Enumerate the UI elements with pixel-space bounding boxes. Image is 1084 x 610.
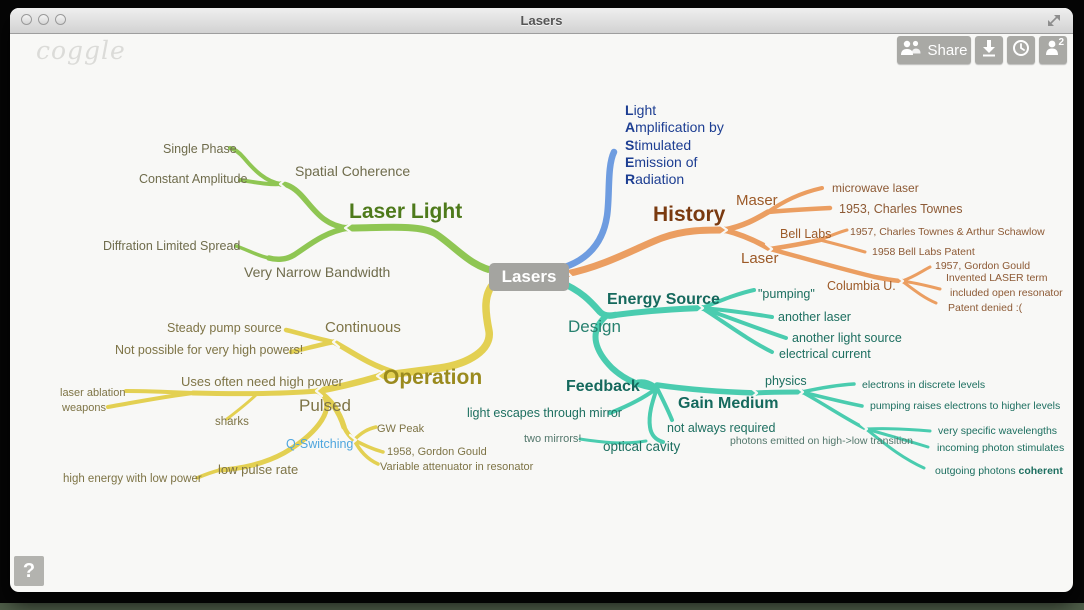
download-icon bbox=[981, 39, 997, 62]
node-pumping-raises-electrons[interactable]: pumping raises electrons to higher level… bbox=[870, 400, 1061, 412]
close-button[interactable] bbox=[21, 14, 32, 25]
node-spatial-coherence[interactable]: Spatial Coherence bbox=[295, 163, 411, 179]
node-1957-townes-schawlow[interactable]: 1957, Charles Townes & Arthur Schawlow bbox=[850, 226, 1045, 238]
title-bar[interactable]: Lasers bbox=[10, 8, 1073, 34]
window-title: Lasers bbox=[520, 13, 563, 28]
node-constant-amplitude[interactable]: Constant Amplitude bbox=[139, 172, 248, 186]
node-not-always-required[interactable]: not always required bbox=[667, 421, 776, 435]
minimize-button[interactable] bbox=[38, 14, 49, 25]
person-icon bbox=[1045, 39, 1061, 61]
share-button[interactable]: Share bbox=[897, 36, 971, 64]
zoom-button[interactable] bbox=[55, 14, 66, 25]
node-1958-gordon-gould[interactable]: 1958, Gordon Gould bbox=[387, 446, 487, 458]
node-weapons[interactable]: weapons bbox=[62, 402, 107, 414]
node-microwave-laser[interactable]: microwave laser bbox=[832, 181, 919, 195]
node-single-phase[interactable]: Single Phase bbox=[163, 142, 237, 156]
node-two-mirrors[interactable]: two mirrors! bbox=[524, 433, 582, 445]
share-label: Share bbox=[927, 41, 968, 59]
node-low-pulse-rate[interactable]: low pulse rate bbox=[218, 462, 299, 477]
desktop-edge bbox=[0, 603, 1084, 610]
node-1957-gordon-gould[interactable]: 1957, Gordon Gould Invented LASER term bbox=[935, 260, 1048, 284]
node-gain-medium[interactable]: Gain Medium bbox=[678, 395, 779, 412]
node-q-switching[interactable]: Q-Switching bbox=[286, 437, 354, 451]
node-diffration-limited-spread[interactable]: Diffration Limited Spread bbox=[103, 239, 241, 253]
download-button[interactable] bbox=[975, 36, 1003, 64]
node-1958-bell-labs-patent[interactable]: 1958 Bell Labs Patent bbox=[872, 246, 975, 258]
node-bell-labs[interactable]: Bell Labs bbox=[780, 227, 832, 241]
node-pulsed[interactable]: Pulsed bbox=[299, 396, 351, 415]
node-high-energy-low-power[interactable]: high energy with low power bbox=[63, 473, 202, 485]
node-laser-light[interactable]: Laser Light bbox=[349, 200, 463, 223]
node-photons-emitted-transition[interactable]: photons emitted on high->low transition bbox=[730, 435, 913, 447]
node-1953-charles-townes[interactable]: 1953, Charles Townes bbox=[839, 202, 963, 216]
node-included-open-resonator[interactable]: included open resonator bbox=[950, 287, 1063, 299]
node-maser[interactable]: Maser bbox=[736, 192, 778, 209]
node-physics[interactable]: physics bbox=[765, 374, 807, 388]
node-not-possible-high-powers[interactable]: Not possible for very high powers! bbox=[115, 343, 304, 357]
node-history[interactable]: History bbox=[653, 203, 726, 226]
history-button[interactable] bbox=[1007, 36, 1035, 64]
node-optical-cavity[interactable]: optical cavity bbox=[603, 439, 681, 454]
root-node-lasers[interactable]: Lasers bbox=[489, 263, 569, 291]
node-design[interactable]: Design bbox=[568, 317, 621, 336]
node-laser-acronym[interactable]: Light Amplification by Stimulated Emissi… bbox=[625, 102, 724, 188]
node-columbia-u[interactable]: Columbia U. bbox=[827, 279, 896, 293]
fullscreen-icon[interactable] bbox=[1045, 12, 1063, 29]
node-very-specific-wavelengths[interactable]: very specific wavelengths bbox=[938, 425, 1058, 437]
node-pumping[interactable]: "pumping" bbox=[758, 287, 815, 301]
node-incoming-photon-stimulates[interactable]: incoming photon stimulates bbox=[937, 442, 1065, 454]
collaborator-count-badge: 2 bbox=[1058, 37, 1064, 48]
node-sharks[interactable]: sharks bbox=[215, 416, 249, 428]
node-electrons-discrete-levels[interactable]: electrons in discrete levels bbox=[862, 379, 986, 391]
node-light-escapes-mirror[interactable]: light escapes through mirror bbox=[467, 406, 622, 420]
clock-icon bbox=[1012, 39, 1030, 62]
coggle-logo[interactable]: coggle bbox=[36, 36, 126, 65]
acronym-line: Radiation bbox=[625, 171, 685, 188]
node-another-light-source[interactable]: another light source bbox=[792, 331, 902, 345]
acronym-line: Stimulated bbox=[625, 136, 692, 153]
node-energy-source[interactable]: Energy Source bbox=[607, 291, 720, 308]
node-continuous[interactable]: Continuous bbox=[325, 319, 401, 336]
node-outgoing-photons-coherent[interactable]: outgoing photons coherent bbox=[935, 465, 1063, 477]
node-laser-history[interactable]: Laser bbox=[741, 250, 779, 267]
node-variable-attenuator[interactable]: Variable attenuator in resonator bbox=[380, 461, 534, 473]
node-operation[interactable]: Operation bbox=[383, 366, 483, 389]
node-electrical-current[interactable]: electrical current bbox=[779, 347, 871, 361]
acronym-line: Emission of bbox=[625, 153, 698, 170]
node-very-narrow-bandwidth[interactable]: Very Narrow Bandwidth bbox=[244, 264, 391, 280]
people-icon bbox=[900, 40, 922, 60]
help-button[interactable]: ? bbox=[14, 556, 44, 586]
node-steady-pump-source[interactable]: Steady pump source bbox=[167, 321, 282, 335]
node-laser-ablation[interactable]: laser ablation bbox=[60, 387, 126, 399]
acronym-line: Amplification by bbox=[625, 119, 724, 136]
collaborators-button[interactable]: 2 bbox=[1039, 36, 1067, 64]
acronym-line: Light bbox=[625, 102, 657, 118]
node-another-laser[interactable]: another laser bbox=[778, 310, 851, 324]
node-feedback[interactable]: Feedback bbox=[566, 378, 640, 395]
node-patent-denied[interactable]: Patent denied :( bbox=[948, 302, 1023, 314]
node-gw-peak[interactable]: GW Peak bbox=[377, 423, 425, 435]
app-window: Lasers bbox=[10, 8, 1073, 592]
node-uses-often-need-high-power[interactable]: Uses often need high power bbox=[181, 374, 343, 389]
